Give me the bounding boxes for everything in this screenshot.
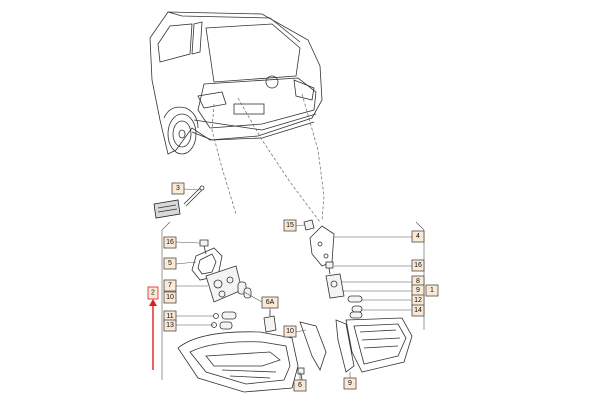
part-bulbs-right — [347, 295, 363, 319]
part-mounting-bracket — [309, 225, 335, 267]
part-inner-lens-strip — [335, 319, 355, 373]
part-bulb-carrier-right — [325, 273, 345, 299]
label-4: 4 — [411, 230, 425, 243]
svg-text:6: 6 — [298, 382, 302, 389]
svg-text:8: 8 — [416, 278, 420, 285]
label-15: 15 — [283, 219, 297, 232]
leader-line-right-2 — [301, 93, 325, 221]
svg-text:3: 3 — [176, 185, 180, 192]
svg-text:16: 16 — [414, 262, 422, 269]
label-6a: 6A — [261, 296, 279, 309]
svg-text:1: 1 — [430, 287, 434, 294]
part-screw-right — [325, 261, 334, 275]
svg-text:13: 13 — [166, 322, 174, 329]
part-reflector-strip — [299, 321, 327, 371]
highlighted-label-2: 2 — [147, 286, 159, 300]
label-9-bottom: 9 — [343, 377, 357, 390]
label-16-left: 16 — [163, 236, 177, 249]
svg-text:2: 2 — [151, 290, 155, 297]
label-1: 1 — [425, 284, 439, 297]
svg-text:11: 11 — [166, 313, 173, 320]
part-bulb-carrier — [205, 265, 243, 303]
svg-text:10: 10 — [166, 294, 174, 301]
svg-text:6A: 6A — [266, 299, 275, 306]
label-leaders — [175, 188, 412, 380]
svg-text:16: 16 — [166, 239, 174, 246]
part-screw-15 — [303, 219, 315, 231]
part-tail-light-outer — [177, 331, 299, 393]
svg-text:10: 10 — [286, 328, 294, 335]
label-7: 7 — [163, 279, 177, 292]
part-screw-bottom — [297, 367, 305, 381]
svg-text:4: 4 — [416, 233, 420, 240]
label-10-left: 10 — [163, 291, 177, 304]
label-9-right: 9 — [411, 284, 425, 297]
label-16-right: 16 — [411, 259, 425, 272]
svg-text:9: 9 — [416, 287, 420, 294]
label-12: 12 — [411, 294, 425, 307]
leader-line-left — [211, 103, 237, 215]
label-5: 5 — [163, 257, 177, 270]
red-pointer-arrow — [149, 299, 157, 370]
label-6: 6 — [293, 379, 307, 392]
svg-text:15: 15 — [286, 222, 294, 229]
label-10-center: 10 — [283, 325, 297, 338]
vehicle-rear-view — [149, 11, 323, 155]
svg-text:7: 7 — [168, 282, 172, 289]
part-tail-light-inner — [345, 317, 413, 373]
group-bracket-left — [161, 221, 171, 380]
part-screw-left — [199, 239, 209, 255]
label-14: 14 — [411, 304, 425, 317]
svg-text:12: 12 — [414, 297, 422, 304]
svg-text:14: 14 — [414, 307, 422, 314]
label-13-left: 13 — [163, 319, 177, 332]
part-bulb-holder-bracket — [153, 185, 205, 219]
svg-text:9: 9 — [348, 380, 352, 387]
svg-text:5: 5 — [168, 260, 172, 267]
label-3: 3 — [171, 182, 185, 195]
